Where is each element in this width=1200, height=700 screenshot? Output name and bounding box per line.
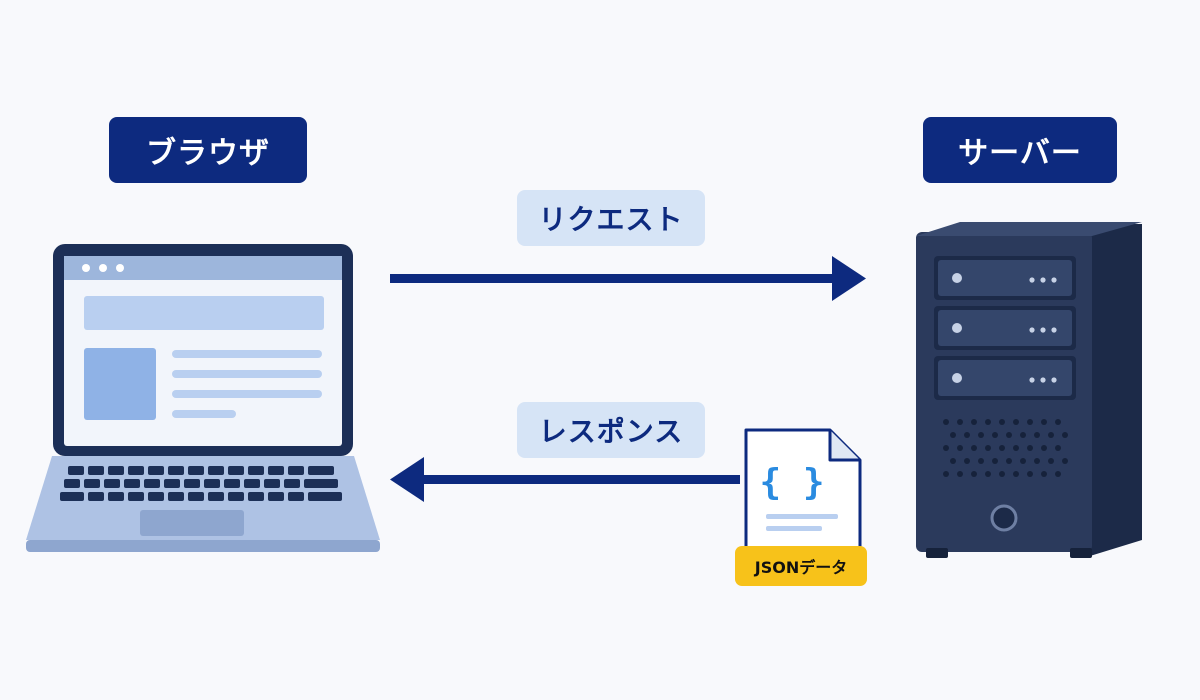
json-data-badge: JSONデータ — [735, 546, 867, 586]
browser-label: ブラウザ — [109, 117, 307, 183]
json-brace-symbol: { } — [759, 462, 824, 503]
server-label: サーバー — [923, 117, 1117, 183]
laptop-icon — [26, 244, 380, 552]
request-label: リクエスト — [517, 190, 705, 246]
json-document-icon: { } — [744, 428, 862, 562]
arrow-left-icon — [390, 457, 740, 502]
server-icon — [916, 222, 1142, 558]
response-label: レスポンス — [517, 402, 705, 458]
arrow-right-icon — [390, 256, 866, 301]
